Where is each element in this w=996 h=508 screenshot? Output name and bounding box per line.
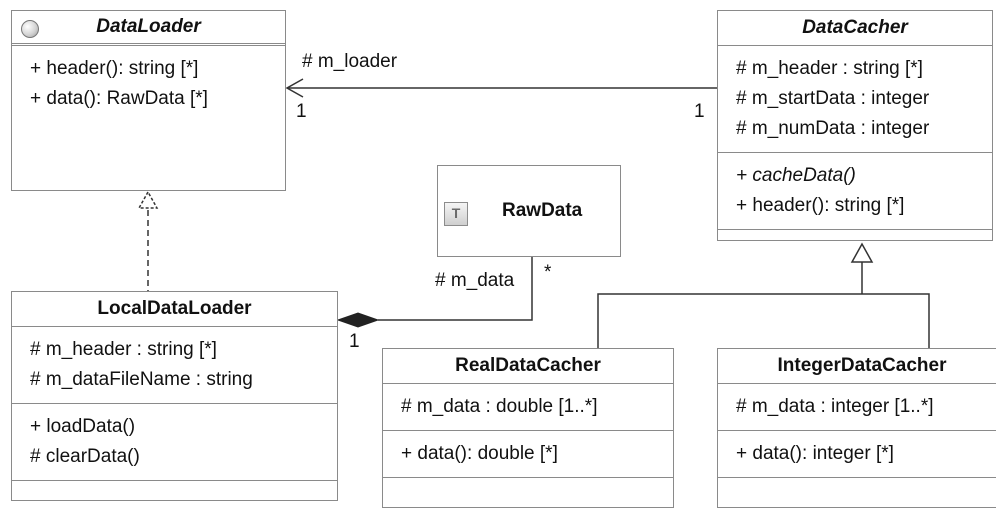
attribute: # m_numData : integer [736, 118, 930, 139]
integerdatacacher-empty-compartment [718, 478, 996, 490]
rawdata-name: RawData [502, 200, 583, 221]
association-multiplicity-label: 1 [296, 101, 307, 122]
composition-line [378, 257, 533, 321]
datacacher-empty-compartment [718, 230, 992, 242]
attribute: # m_data : double [1..*] [401, 396, 598, 417]
operation: + header(): string [*] [30, 58, 199, 79]
dataloader-header: DataLoader [12, 11, 285, 46]
integerdatacacher-attributes: # m_data : integer [1..*] [718, 384, 996, 431]
realization-arrowhead [137, 190, 159, 209]
datacacher-attributes: # m_header : string [*] # m_startData : … [718, 46, 992, 153]
association-multiplicity-label: 1 [694, 101, 705, 122]
integerdatacacher-operations: + data(): integer [*] [718, 431, 996, 478]
attribute: # m_header : string [*] [30, 339, 217, 360]
composition-multiplicity-label: * [544, 262, 552, 283]
operation: + data(): RawData [*] [30, 88, 208, 109]
dataloader-operations: + header(): string [*] + data(): RawData… [12, 46, 285, 122]
integerdatacacher-name: IntegerDataCacher [718, 349, 996, 384]
operation: + data(): integer [*] [736, 443, 894, 464]
attribute: # m_startData : integer [736, 88, 930, 109]
datatype-t-icon: T [444, 202, 468, 226]
dataloader-class[interactable]: DataLoader + header(): string [*] + data… [11, 10, 286, 191]
realdatacacher-class[interactable]: RealDataCacher # m_data : double [1..*] … [382, 348, 674, 508]
operation: + loadData() [30, 416, 136, 437]
composition-diamond [336, 312, 380, 328]
realdatacacher-operations: + data(): double [*] [383, 431, 673, 478]
connectors-layer [137, 78, 930, 348]
localdataloader-empty-compartment [12, 481, 337, 493]
association-loader-arrowhead [285, 78, 304, 98]
attribute: # m_header : string [*] [736, 58, 923, 79]
realdatacacher-attributes: # m_data : double [1..*] [383, 384, 673, 431]
operation: # clearData() [30, 446, 140, 467]
operation: + header(): string [*] [736, 195, 905, 216]
localdataloader-class[interactable]: LocalDataLoader # m_header : string [*] … [11, 291, 338, 501]
composition-role-label: # m_data [435, 270, 515, 291]
composition-multiplicity-label: 1 [349, 331, 360, 352]
attribute: # m_dataFileName : string [30, 369, 253, 390]
datacacher-operations: + cacheData() + header(): string [*] [718, 153, 992, 230]
realdatacacher-name: RealDataCacher [383, 349, 673, 384]
operation: + cacheData() [736, 165, 856, 186]
dataloader-name: DataLoader [96, 16, 201, 37]
generalization-line [597, 293, 930, 348]
integerdatacacher-class[interactable]: IntegerDataCacher # m_data : integer [1.… [717, 348, 996, 508]
interface-circle-icon [21, 20, 39, 38]
localdataloader-name: LocalDataLoader [12, 292, 337, 327]
rawdata-class[interactable]: T RawData [437, 165, 621, 257]
association-role-label: # m_loader [302, 51, 398, 72]
datacacher-name: DataCacher [718, 11, 992, 46]
attribute: # m_data : integer [1..*] [736, 396, 934, 417]
realdatacacher-empty-compartment [383, 478, 673, 490]
localdataloader-attributes: # m_header : string [*] # m_dataFileName… [12, 327, 337, 404]
localdataloader-operations: + loadData() # clearData() [12, 404, 337, 481]
generalization-arrowhead [850, 242, 874, 263]
datacacher-class[interactable]: DataCacher # m_header : string [*] # m_s… [717, 10, 993, 241]
operation: + data(): double [*] [401, 443, 558, 464]
